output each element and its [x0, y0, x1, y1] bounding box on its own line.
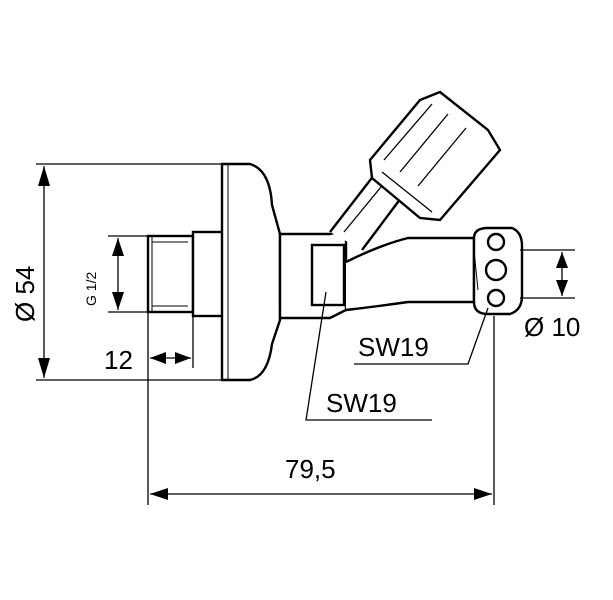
union-nut [472, 226, 524, 316]
dim-thread-length-12: 12 [104, 345, 133, 375]
dim-sw19-lower: SW19 [326, 388, 397, 418]
dim-thread-g12: G 1/2 [83, 272, 99, 306]
dim-sw19-upper: SW19 [358, 332, 429, 362]
valve-body [146, 90, 524, 382]
dim-overall-length: 79,5 [285, 454, 336, 484]
dim-diameter-54: Ø 54 [10, 266, 40, 322]
dimension-lines [36, 163, 575, 505]
dim-diameter-10: Ø 10 [524, 312, 580, 342]
handwheel [368, 90, 502, 222]
